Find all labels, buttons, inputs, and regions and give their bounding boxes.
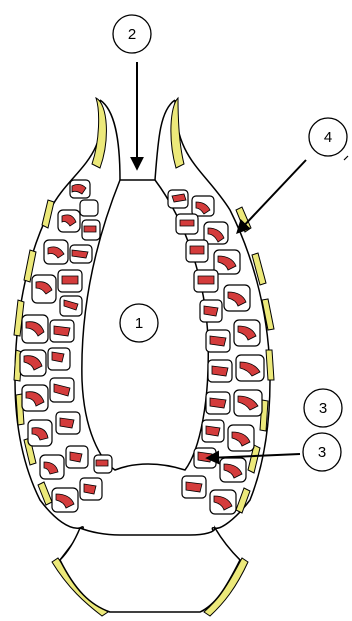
cell [80, 200, 98, 216]
callout-3a: 3 [304, 389, 342, 427]
yellow-band-tip-left [92, 98, 106, 168]
svg-text:4: 4 [324, 129, 332, 146]
yellow-band-tip-right [171, 98, 184, 168]
callout-2: 2 [113, 15, 151, 53]
svg-text:3: 3 [318, 444, 326, 461]
yellow-band-right-7 [236, 488, 250, 513]
arrow-4 [238, 160, 306, 232]
svg-text:1: 1 [135, 315, 143, 332]
svg-text:3: 3 [319, 400, 327, 417]
yellow-band-right-4 [266, 350, 274, 380]
callout-4: 4 [309, 118, 347, 156]
label-4-tick [344, 156, 348, 160]
svg-text:2: 2 [128, 26, 136, 43]
callout-3b: 3 [303, 433, 341, 471]
yellow-band-left-7 [38, 482, 52, 505]
callout-1: 1 [120, 304, 158, 342]
yellow-band-left-1 [42, 200, 54, 228]
